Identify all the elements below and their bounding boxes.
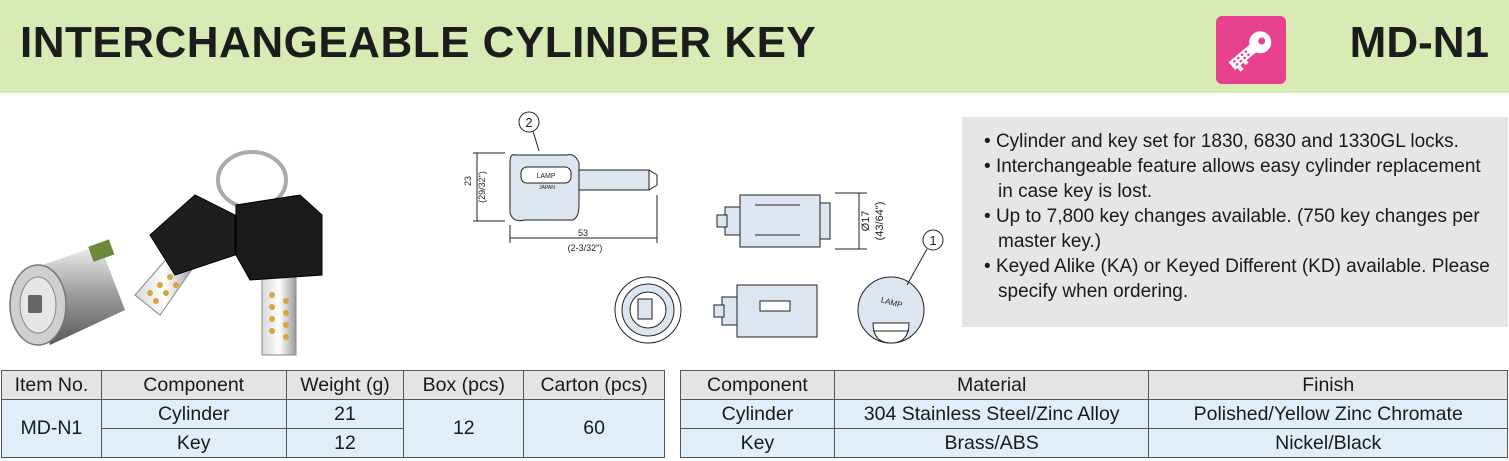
carton-cell: 60 [523,399,665,458]
diameter-dimension: Ø17 [860,211,872,232]
length-dimension-inch: (2-3/32") [568,243,603,253]
weight-cell: 21 [285,399,405,429]
material-cell: Brass/ABS [833,428,1150,458]
finish-cell: Polished/Yellow Zinc Chromate [1148,399,1508,429]
product-photo [0,145,330,360]
feature-item: Keyed Alike (KA) or Keyed Different (KD)… [982,254,1498,304]
item-number-cell: MD-N1 [1,399,102,458]
column-header: Material [833,370,1150,400]
key-origin-mark: JAPAN [539,185,555,191]
table-header-row: Component Material Finish [680,370,1508,400]
column-header: Box (pcs) [403,370,525,400]
finish-cell: Nickel/Black [1148,428,1508,458]
component-cell: Cylinder [100,399,287,429]
feature-item: Interchangeable feature allows easy cyli… [982,154,1498,204]
box-cell: 12 [403,399,525,458]
table-row: Key 12 [2,428,665,458]
callout-1-label: 1 [929,233,936,248]
feature-item: Cylinder and key set for 1830, 6830 and … [982,129,1498,154]
component-cell: Key [680,428,835,458]
table-row: Key Brass/ABS Nickel/Black [680,428,1508,458]
diameter-dimension-inch: (43/64") [874,202,886,241]
key-icon [1216,16,1286,84]
feature-list: Cylinder and key set for 1830, 6830 and … [982,129,1498,304]
key-brand-mark: LAMP [536,173,555,180]
technical-drawing: 2 1 23 (29/32") 53 (2-3/32") Ø17 (43/64"… [455,105,955,370]
table-header-row: Item No. Component Weight (g) Box (pcs) … [1,370,665,400]
component-cell: Cylinder [680,399,835,429]
height-dimension-inch: (29/32") [477,171,487,203]
material-table: Component Material Finish Cylinder 304 S… [680,370,1508,458]
column-header: Finish [1148,370,1508,400]
material-cell: 304 Stainless Steel/Zinc Alloy [833,399,1150,429]
page-title: INTERCHANGEABLE CYLINDER KEY [20,18,817,67]
feature-box: Cylinder and key set for 1830, 6830 and … [962,117,1508,327]
table-row: Cylinder 304 Stainless Steel/Zinc Alloy … [680,399,1508,429]
height-dimension: 23 [463,176,473,186]
model-number: MD-N1 [1349,18,1489,67]
column-header: Component [680,370,835,400]
column-header: Weight (g) [285,370,405,400]
column-header: Item No. [1,370,102,400]
feature-item: Up to 7,800 key changes available. (750 … [982,204,1498,254]
table-row: MD-N1 Cylinder 21 12 60 [1,399,665,458]
column-header: Carton (pcs) [523,370,665,400]
spec-table: Item No. Component Weight (g) Box (pcs) … [1,370,665,458]
header-band: INTERCHANGEABLE CYLINDER KEY MD-N1 [0,0,1509,93]
column-header: Component [100,370,287,400]
weight-cell: 12 [285,428,405,458]
callout-2-label: 2 [525,115,532,130]
length-dimension: 53 [578,228,588,238]
component-cell: Key [100,428,287,458]
